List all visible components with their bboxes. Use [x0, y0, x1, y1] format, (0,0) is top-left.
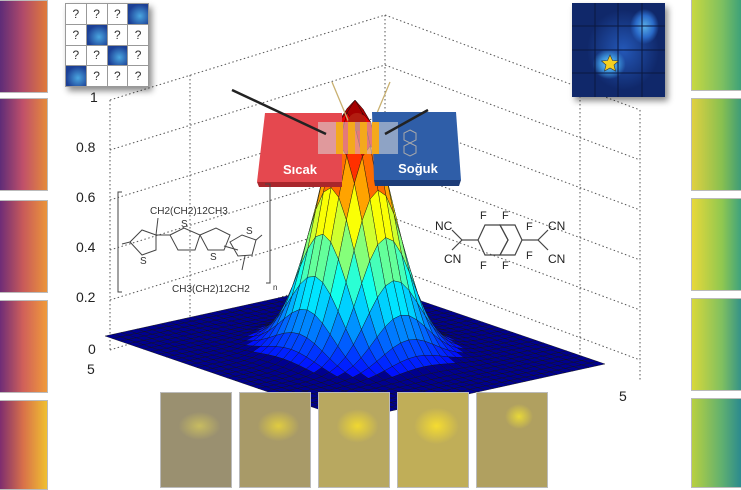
grid-cell: ? [66, 4, 86, 24]
grid-cell-revealed [66, 66, 86, 86]
grid-cell: ? [86, 66, 107, 86]
thermoelectric-legs [336, 122, 379, 154]
star-icon [600, 54, 620, 72]
right-contour-panel-3 [691, 198, 741, 291]
polymer-structure: CH2(CH2)12CH3 CH3(CH2)12CH2 n S S S S [117, 183, 277, 295]
right-contour-panel-2 [691, 98, 741, 191]
bottom-contour-panel-1 [160, 392, 232, 488]
grid-cell: ? [66, 24, 86, 45]
molecule-icon [403, 129, 417, 157]
nitrile-nc: NC [435, 219, 453, 233]
fluorine-atom: F [480, 260, 487, 272]
grid-cell-revealed [86, 24, 107, 45]
z-tick-0.8: 0.8 [76, 139, 96, 155]
grid-cell: ? [107, 66, 128, 86]
z-tick-0.6: 0.6 [76, 189, 96, 205]
side-chain-top: CH2(CH2)12CH3 [150, 206, 228, 217]
grid-cell: ? [128, 66, 148, 86]
acceptor-structure: NC CN CN CN F F F F F F [435, 210, 565, 272]
grid-cell: ? [86, 4, 107, 24]
side-chain-bottom: CH3(CH2)12CH2 [172, 284, 250, 295]
fluorine-atom: F [526, 250, 533, 262]
x-axis-end-tick: 5 [619, 388, 627, 404]
fluorine-atom: F [502, 260, 509, 272]
sulfur-atom: S [210, 252, 217, 263]
heatmap-grid [572, 3, 665, 97]
bottom-contour-panel-4 [397, 392, 469, 488]
cold-label: Soğuk [398, 161, 438, 176]
optimum-heatmap-inset [572, 3, 665, 97]
nitrile-cn: CN [548, 219, 565, 233]
unknown-grid-inset: ? ? ? ? ? ? ? ? ? ? ? ? [65, 3, 149, 87]
left-contour-panel-3 [0, 200, 48, 293]
nitrile-cn: CN [548, 252, 565, 266]
grid-cell: ? [107, 24, 128, 45]
y-axis-end-tick: 5 [87, 361, 95, 377]
bottom-contour-panel-5 [476, 392, 548, 488]
bottom-contour-panel-3 [318, 392, 390, 488]
grid-cell: ? [86, 45, 107, 66]
fluorine-atom: F [526, 221, 533, 233]
right-contour-panel-4 [691, 298, 741, 391]
z-tick-0.2: 0.2 [76, 289, 96, 305]
right-contour-panel-1 [691, 0, 741, 91]
grid-cell-revealed [128, 4, 148, 24]
right-contour-panel-5 [691, 398, 741, 488]
nitrile-cn: CN [444, 252, 461, 266]
z-tick-0: 0 [88, 341, 96, 357]
left-contour-panel-5 [0, 400, 48, 490]
sulfur-atom: S [140, 256, 147, 267]
left-contour-panel-2 [0, 98, 48, 191]
fluorine-atom: F [502, 210, 509, 222]
repeat-unit-n: n [273, 283, 277, 292]
left-contour-panel-1 [0, 0, 48, 93]
left-contour-panel-4 [0, 300, 48, 393]
sulfur-atom: S [246, 226, 253, 237]
fluorine-atom: F [480, 210, 487, 222]
grid-cell: ? [128, 45, 148, 66]
grid-cell-revealed [107, 45, 128, 66]
grid-cell: ? [128, 24, 148, 45]
probe-wire-left [231, 88, 327, 136]
hot-label: Sıcak [283, 162, 318, 177]
grid-cell: ? [66, 45, 86, 66]
z-tick-1: 1 [90, 89, 98, 105]
probe-wire-right [384, 108, 429, 136]
bottom-contour-panel-2 [239, 392, 311, 488]
z-tick-0.4: 0.4 [76, 239, 96, 255]
grid-cell: ? [107, 4, 128, 24]
sulfur-atom: S [181, 219, 188, 230]
